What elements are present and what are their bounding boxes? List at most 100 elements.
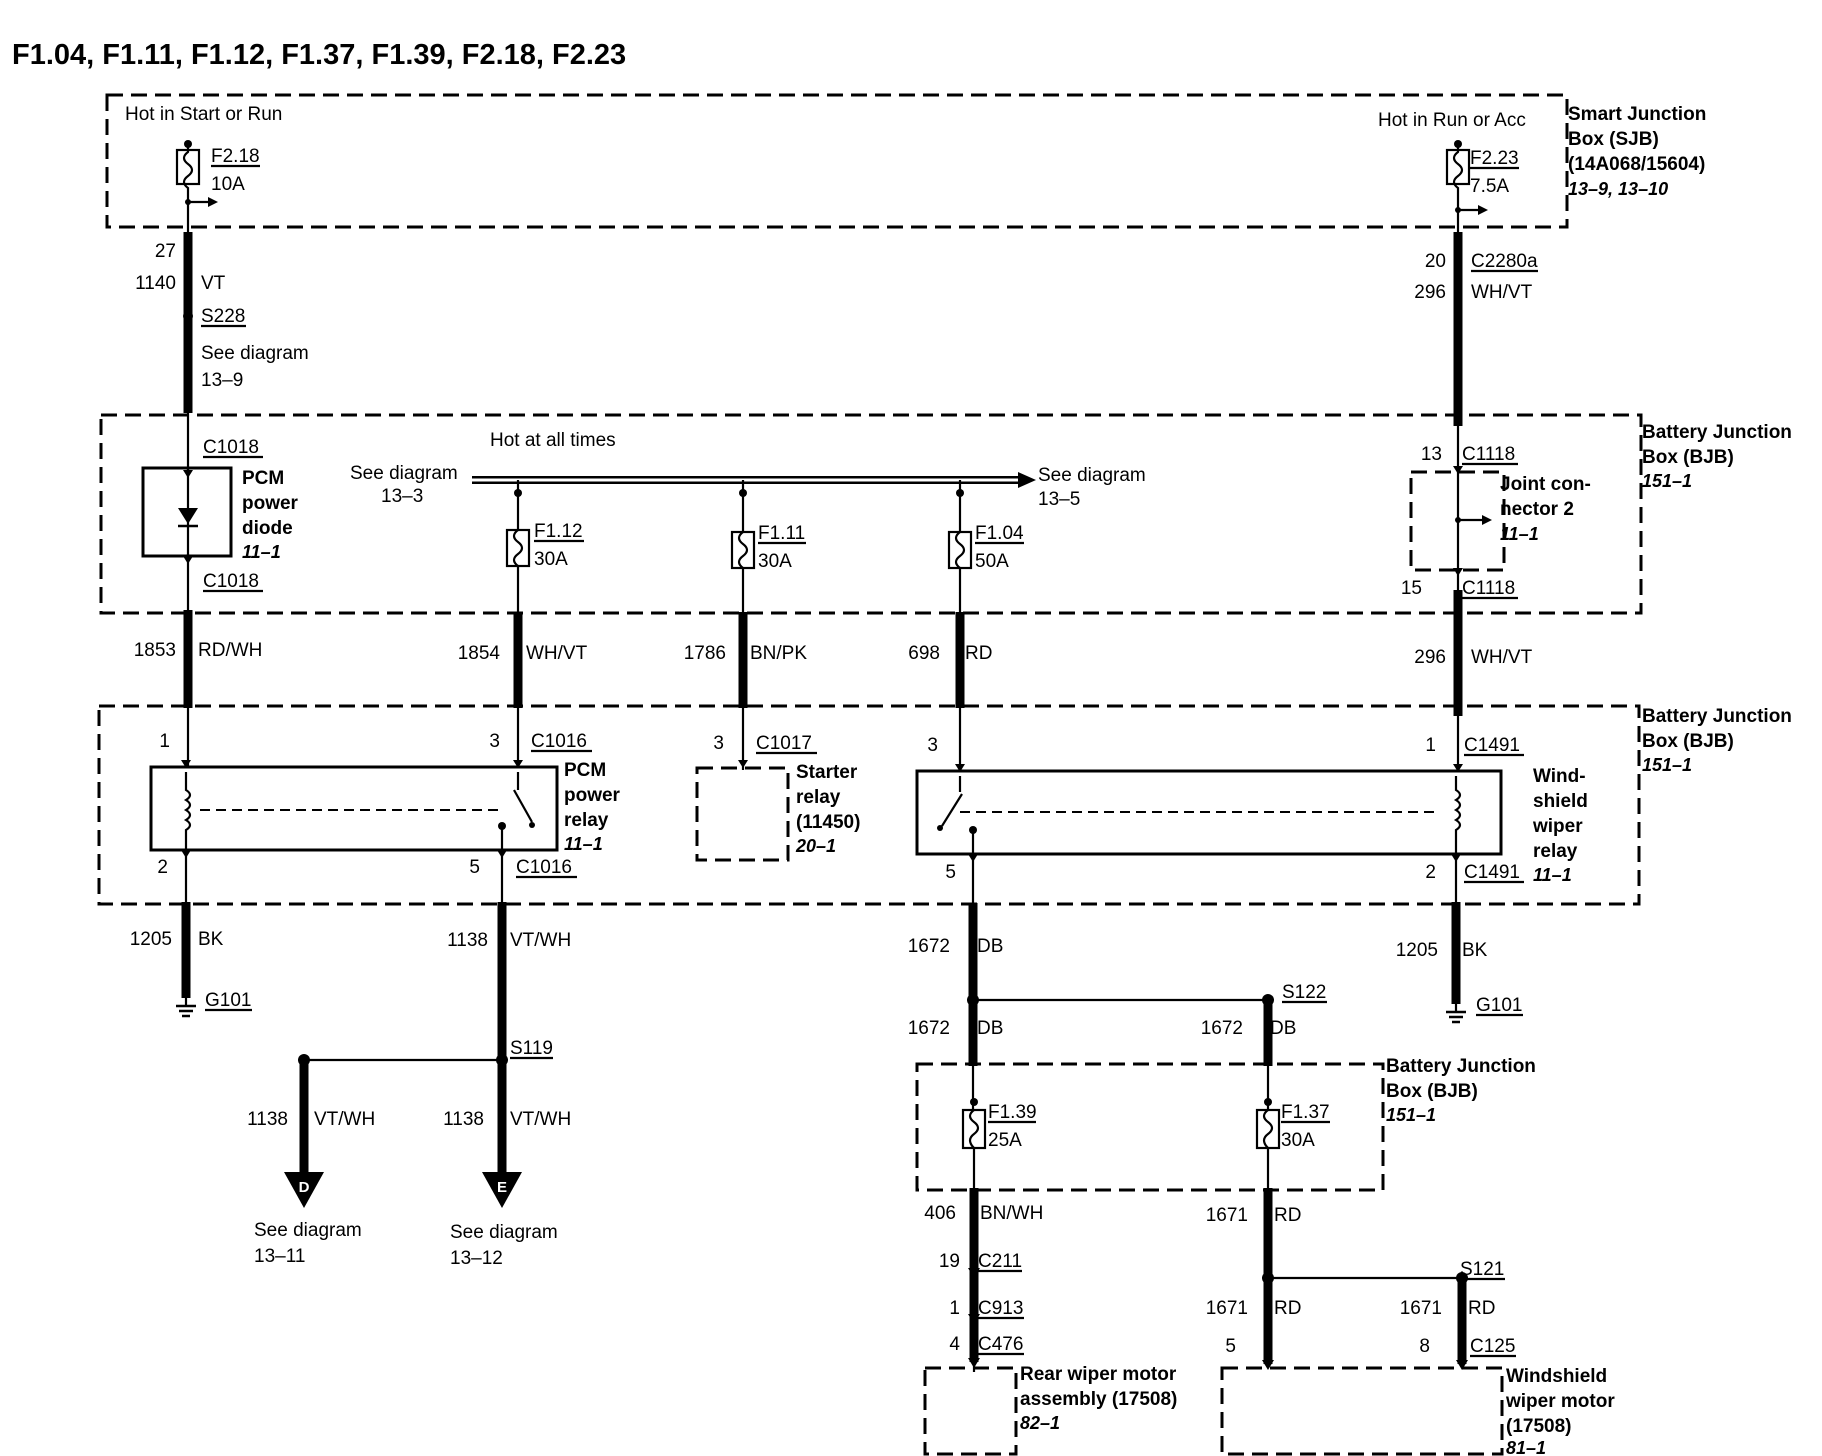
svg-text:Battery Junction: Battery Junction <box>1642 422 1792 443</box>
svg-text:13–12: 13–12 <box>450 1248 503 1269</box>
svg-text:698: 698 <box>908 643 940 664</box>
svg-text:296: 296 <box>1414 282 1446 303</box>
svg-text:WH/VT: WH/VT <box>1471 282 1533 303</box>
splice-dots <box>183 311 1468 1370</box>
svg-text:Box (BJB): Box (BJB) <box>1386 1081 1478 1102</box>
svg-text:25A: 25A <box>988 1130 1022 1151</box>
splice-s119-dot <box>496 1054 508 1066</box>
offpage-connector-e-icon: E <box>482 1172 522 1208</box>
fuse-f218-icon <box>175 140 218 207</box>
svg-text:2: 2 <box>157 857 168 878</box>
svg-text:C1018: C1018 <box>203 437 259 458</box>
svg-text:D: D <box>299 1179 310 1196</box>
rear-wiper-motor-box <box>923 1366 1018 1456</box>
svg-text:13–11: 13–11 <box>254 1246 305 1267</box>
svg-text:BK: BK <box>198 929 224 950</box>
svg-text:F1.37: F1.37 <box>1281 1102 1330 1123</box>
svg-text:shield: shield <box>1533 791 1588 812</box>
svg-text:296: 296 <box>1414 647 1446 668</box>
svg-text:BN/PK: BN/PK <box>750 643 807 664</box>
svg-text:C1016: C1016 <box>516 857 572 878</box>
svg-text:F1.11: F1.11 <box>758 523 805 544</box>
svg-text:S121: S121 <box>1460 1259 1504 1280</box>
splice-label: S228 <box>201 306 245 327</box>
svg-text:RD: RD <box>1274 1205 1301 1226</box>
splice-s228-dot <box>183 311 193 321</box>
svg-text:13–3: 13–3 <box>381 486 423 507</box>
sjb-label: (14A068/15604) <box>1568 154 1705 175</box>
svg-text:RD/WH: RD/WH <box>198 640 262 661</box>
svg-text:DB: DB <box>977 936 1003 957</box>
hot-bus <box>472 472 1036 497</box>
svg-text:C476: C476 <box>978 1334 1023 1355</box>
svg-text:2: 2 <box>1425 862 1436 883</box>
svg-text:Windshield: Windshield <box>1506 1366 1607 1387</box>
svg-text:1672: 1672 <box>908 1018 950 1039</box>
svg-text:82–1: 82–1 <box>1020 1413 1060 1433</box>
svg-text:Box (BJB): Box (BJB) <box>1642 731 1734 752</box>
fuse-f139-icon <box>961 1098 987 1150</box>
fuse-label: F2.18 <box>211 146 260 167</box>
svg-text:DB: DB <box>1270 1018 1296 1039</box>
svg-text:11–1: 11–1 <box>1533 865 1572 885</box>
svg-text:30A: 30A <box>758 551 792 572</box>
fuse-f223-icon <box>1445 140 1488 215</box>
svg-text:G101: G101 <box>205 990 251 1011</box>
svg-text:Rear wiper motor: Rear wiper motor <box>1020 1364 1177 1385</box>
svg-text:VT/WH: VT/WH <box>510 930 571 951</box>
svg-text:5: 5 <box>469 857 480 878</box>
svg-text:1: 1 <box>1425 735 1436 756</box>
svg-text:C1118: C1118 <box>1462 578 1515 599</box>
svg-text:C211: C211 <box>978 1251 1022 1272</box>
ground-icon <box>1446 1004 1466 1024</box>
svg-text:50A: 50A <box>975 551 1009 572</box>
svg-text:See diagram: See diagram <box>1038 465 1146 486</box>
svg-text:F1.04: F1.04 <box>975 523 1024 544</box>
svg-text:WH/VT: WH/VT <box>526 643 588 664</box>
svg-text:C125: C125 <box>1470 1336 1515 1357</box>
svg-text:BN/WH: BN/WH <box>980 1203 1043 1224</box>
fuse-label: F2.23 <box>1470 148 1519 169</box>
svg-text:11–1: 11–1 <box>1500 524 1539 544</box>
svg-text:(11450): (11450) <box>796 812 860 833</box>
svg-text:Battery Junction: Battery Junction <box>1642 706 1792 727</box>
svg-text:VT/WH: VT/WH <box>314 1109 375 1130</box>
svg-text:C1118: C1118 <box>1462 444 1515 465</box>
connector-label: C2280a <box>1471 251 1538 272</box>
svg-text:relay: relay <box>796 787 841 808</box>
svg-text:diode: diode <box>242 518 293 539</box>
joint-connector-icon <box>1453 466 1492 576</box>
svg-text:8: 8 <box>1419 1336 1430 1357</box>
svg-text:Joint con-: Joint con- <box>1500 474 1591 495</box>
svg-text:VT/WH: VT/WH <box>510 1109 571 1130</box>
labels: Hot in Start or Run Hot in Run or Acc F2… <box>125 104 1792 1456</box>
svg-text:1671: 1671 <box>1206 1205 1248 1226</box>
svg-text:1140: 1140 <box>135 273 176 294</box>
svg-text:3: 3 <box>713 733 724 754</box>
svg-text:relay: relay <box>564 810 609 831</box>
svg-text:G101: G101 <box>1476 995 1522 1016</box>
svg-text:S122: S122 <box>1282 982 1326 1003</box>
svg-text:151–1: 151–1 <box>1642 755 1692 775</box>
svg-text:20: 20 <box>1425 251 1446 272</box>
svg-text:See diagram: See diagram <box>350 463 458 484</box>
svg-text:27: 27 <box>155 241 176 262</box>
svg-text:1671: 1671 <box>1206 1298 1248 1319</box>
svg-text:nector 2: nector 2 <box>1500 499 1574 520</box>
svg-text:(17508): (17508) <box>1506 1416 1572 1437</box>
svg-text:RD: RD <box>1468 1298 1495 1319</box>
connector-c125-pin8-marker <box>1456 1360 1468 1370</box>
svg-text:13–9: 13–9 <box>201 370 243 391</box>
svg-text:Box (BJB): Box (BJB) <box>1642 447 1734 468</box>
svg-text:3: 3 <box>489 731 500 752</box>
svg-text:5: 5 <box>1225 1336 1236 1357</box>
svg-text:11–1: 11–1 <box>242 542 281 562</box>
fuse-f111-icon <box>730 530 756 570</box>
svg-text:151–1: 151–1 <box>1386 1105 1436 1125</box>
svg-text:Starter: Starter <box>796 762 858 783</box>
svg-text:PCM: PCM <box>564 760 606 781</box>
svg-text:3: 3 <box>927 735 938 756</box>
connector-c125-pin5-marker <box>1262 1360 1274 1370</box>
diagram-title: F1.04, F1.11, F1.12, F1.37, F1.39, F2.18… <box>12 39 626 71</box>
